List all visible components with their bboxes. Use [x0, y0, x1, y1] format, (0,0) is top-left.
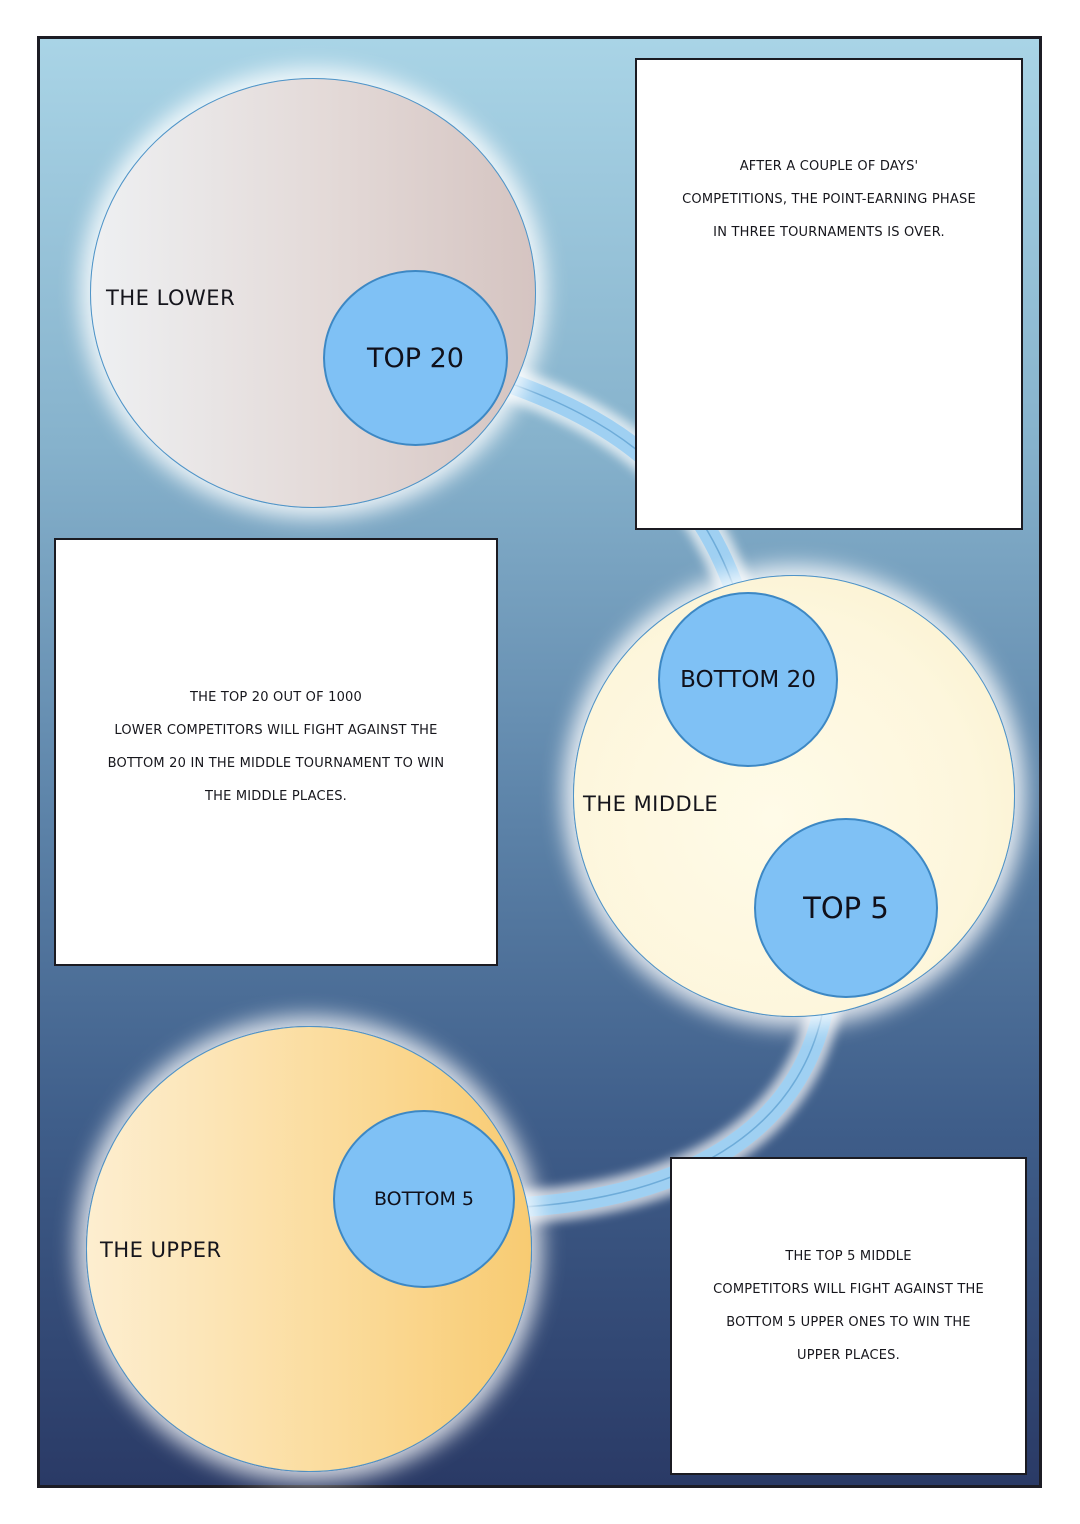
- middle-rule-line: THE TOP 20 OUT OF 1000: [189, 690, 362, 705]
- middle-rule-line: BOTTOM 20 IN THE MIDDLE TOURNAMENT TO WI…: [107, 756, 445, 771]
- intro-line: AFTER A COUPLE OF DAYS': [739, 158, 919, 174]
- bottom20-node: BOTTOM 20: [658, 592, 838, 767]
- intro-line: COMPETITIONS, THE POINT-EARNING PHASE: [682, 191, 976, 207]
- middle-area-label: THE MIDDLE: [583, 792, 719, 816]
- top5-node: TOP 5: [754, 818, 938, 998]
- lower-area-label: THE LOWER: [106, 286, 236, 310]
- upper-rule-line: COMPETITORS WILL FIGHT AGAINST THE: [713, 1282, 984, 1297]
- intro-caption-box: AFTER A COUPLE OF DAYS' COMPETITIONS, TH…: [635, 58, 1023, 530]
- upper-rule-caption-box: THE TOP 5 MIDDLE COMPETITORS WILL FIGHT …: [670, 1157, 1027, 1475]
- middle-rule-caption-box: THE TOP 20 OUT OF 1000 LOWER COMPETITORS…: [54, 538, 498, 966]
- top5-label: TOP 5: [803, 891, 889, 925]
- middle-rule-line: THE MIDDLE PLACES.: [204, 789, 348, 804]
- bottom5-node: BOTTOM 5: [333, 1110, 515, 1288]
- middle-rule-caption: THE TOP 20 OUT OF 1000 LOWER COMPETITORS…: [108, 681, 445, 813]
- intro-caption: AFTER A COUPLE OF DAYS' COMPETITIONS, TH…: [682, 150, 976, 249]
- bottom5-label: BOTTOM 5: [373, 1188, 474, 1210]
- upper-rule-line: THE TOP 5 MIDDLE: [785, 1249, 912, 1264]
- upper-rule-caption: THE TOP 5 MIDDLE COMPETITORS WILL FIGHT …: [713, 1240, 984, 1372]
- upper-rule-line: UPPER PLACES.: [797, 1348, 900, 1363]
- upper-rule-line: BOTTOM 5 UPPER ONES TO WIN THE: [726, 1315, 971, 1330]
- upper-area-label: THE UPPER: [100, 1238, 222, 1262]
- bottom20-label: BOTTOM 20: [680, 666, 816, 693]
- middle-rule-line: LOWER COMPETITORS WILL FIGHT AGAINST THE: [114, 723, 438, 738]
- top20-node: TOP 20: [323, 270, 508, 446]
- intro-line: IN THREE TOURNAMENTS IS OVER.: [713, 224, 945, 240]
- top20-label: TOP 20: [367, 342, 464, 374]
